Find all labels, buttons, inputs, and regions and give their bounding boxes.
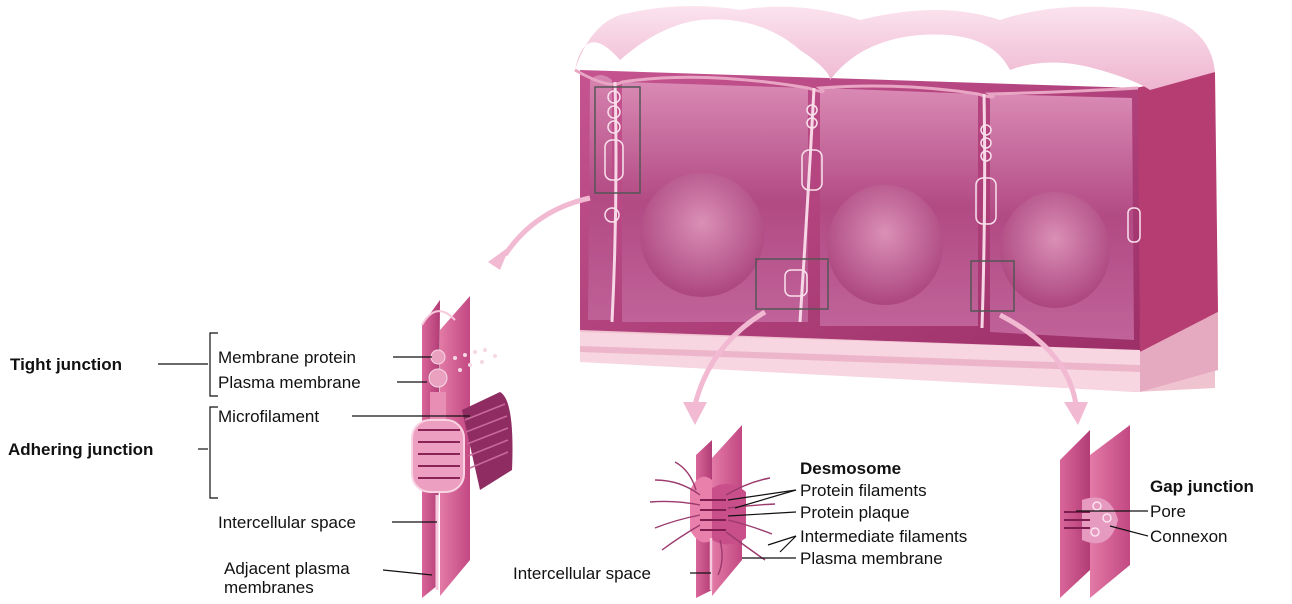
adjacent-plasma-label-line2: membranes — [224, 578, 314, 597]
microfilament-label: Microfilament — [218, 407, 319, 426]
arrow-to-tight-junction — [505, 198, 590, 255]
plasma-membrane-mid-label: Plasma membrane — [800, 549, 943, 568]
protein-plaque-label: Protein plaque — [800, 503, 910, 522]
tight-junction-label: Tight junction — [10, 355, 122, 374]
gap-junction-label: Gap junction — [1150, 477, 1254, 496]
intermediate-filaments-label: Intermediate filaments — [800, 527, 967, 546]
epithelial-tissue-block — [575, 6, 1218, 392]
membrane-protein-label: Membrane protein — [218, 348, 356, 367]
adjacent-plasma-label-line1: Adjacent plasma — [224, 559, 350, 578]
intercellular-space-mid-label: Intercellular space — [513, 564, 651, 583]
protein-filaments-label: Protein filaments — [800, 481, 927, 500]
plasma-membrane-left-label: Plasma membrane — [218, 373, 361, 392]
tissue-side-face — [1135, 72, 1218, 352]
pore-label: Pore — [1150, 502, 1186, 521]
connexon-label: Connexon — [1150, 527, 1228, 546]
intercellular-space-left-label: Intercellular space — [218, 513, 356, 532]
tight-adhering-detail — [412, 296, 513, 598]
adhering-junction-label: Adhering junction — [8, 440, 153, 459]
desmosome-label: Desmosome — [800, 459, 901, 478]
desmosome-detail — [650, 425, 775, 598]
